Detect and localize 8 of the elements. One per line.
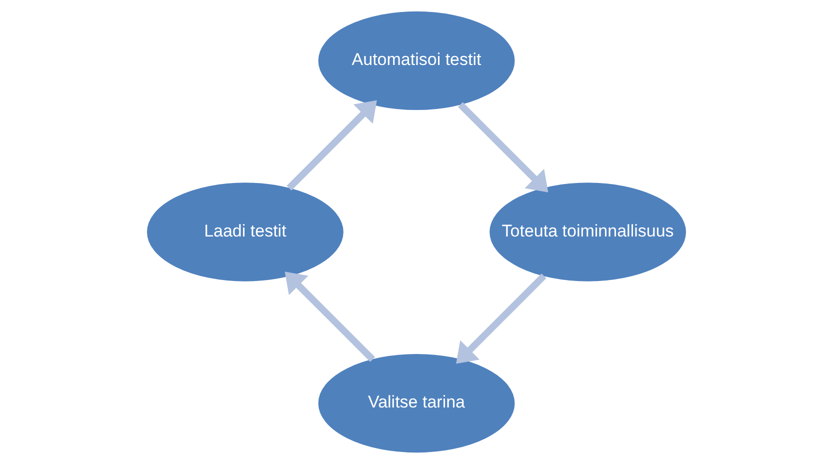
arrow xyxy=(456,273,546,364)
node-ellipse: Automatisoi testit xyxy=(318,11,515,110)
arrow xyxy=(458,102,548,192)
node-ellipse: Toteuta toiminnallisuus xyxy=(490,182,686,282)
arrow xyxy=(284,272,376,362)
arrow xyxy=(286,100,377,191)
node-ellipse: Laadi testit xyxy=(146,182,344,282)
node-ellipse: Valitse tarina xyxy=(318,354,515,453)
